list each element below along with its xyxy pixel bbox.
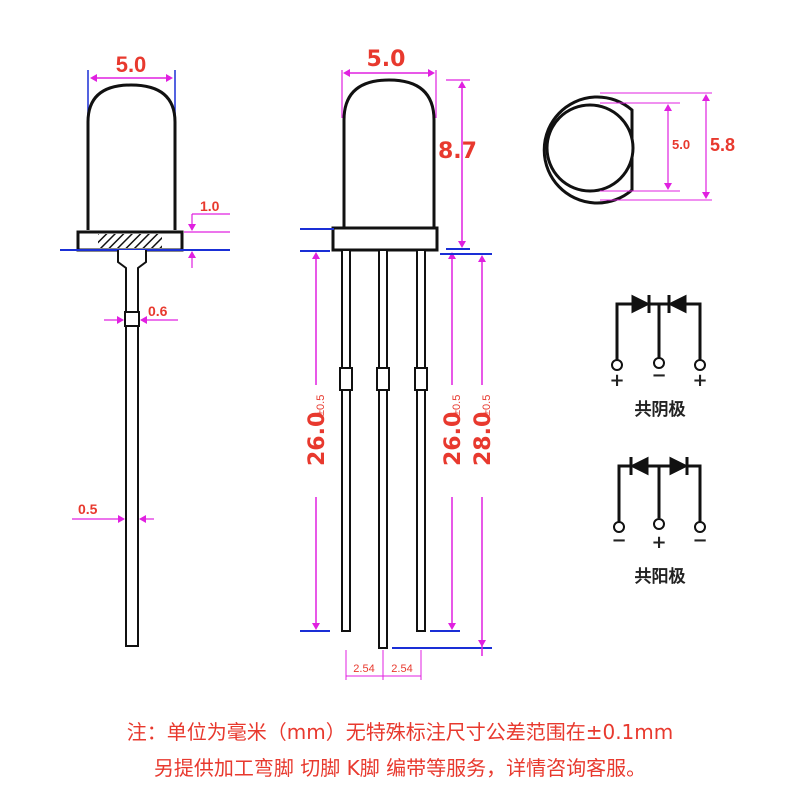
front-body-height-dimension: 8.7 [438, 79, 477, 250]
side-lead [117, 250, 147, 647]
side-flange-height-label: 1.0 [200, 198, 220, 214]
diode-right-icon [667, 294, 687, 314]
side-flange-dimension: 1.0 [184, 198, 230, 268]
side-dome-dimension: 5.0 [87, 52, 176, 122]
top-view: 5.0 5.8 [542, 92, 735, 205]
side-lead-thin-dimension: 0.6 [104, 303, 178, 324]
front-lead-right [416, 249, 426, 632]
front-mid-lead-label: 26.0 [441, 412, 466, 466]
pitch-right-label: 2.54 [391, 663, 412, 675]
front-long-lead-tolerance: ±0.5 [481, 395, 493, 416]
note-line-1: 注：单位为毫米（mm）无特殊标注尺寸公差范围在±0.1mm [126, 720, 674, 744]
side-led-body [86, 83, 177, 230]
diode-right-icon [669, 456, 689, 476]
cc-pin-3: + [692, 370, 707, 391]
front-lead-middle [378, 249, 388, 649]
front-dome-diameter-label: 5.0 [367, 47, 406, 72]
front-view: 5.0 8.7 2 [300, 47, 496, 680]
cc-pin-1: + [609, 370, 624, 391]
top-outer-diameter-label: 5.8 [710, 135, 735, 155]
common-anode-label: 共阳极 [635, 567, 686, 587]
front-leads [339, 249, 428, 649]
side-flange [60, 230, 230, 252]
front-short-lead-label: 26.0 [305, 412, 330, 466]
front-long-lead-dimension: 28.0 ±0.5 [392, 253, 496, 656]
diode-left-icon [631, 294, 651, 314]
top-inner-diameter-label: 5.0 [672, 137, 690, 152]
diode-left-icon [629, 456, 649, 476]
front-long-lead-label: 28.0 [471, 412, 496, 466]
front-short-lead-dimension: 26.0 ±0.5 [300, 250, 330, 632]
side-lead-width-label: 0.5 [78, 501, 98, 517]
pitch-left-label: 2.54 [353, 663, 374, 675]
top-inner-dimension: 5.0 [600, 102, 690, 192]
front-dome-dimension: 5.0 [341, 47, 437, 118]
side-lead-thin-label: 0.6 [148, 303, 168, 319]
side-dome-diameter-label: 5.0 [116, 52, 147, 77]
ca-pin-1: − [611, 530, 626, 551]
front-led-body [342, 78, 436, 228]
front-body-height-label: 8.7 [438, 139, 477, 164]
side-lead-width-dimension: 0.5 [72, 501, 154, 523]
cc-pin-2: − [651, 365, 666, 386]
note-line-2: 另提供加工弯脚 切脚 K脚 编带等服务，详情咨询客服。 [153, 756, 647, 780]
ca-pin-3: − [692, 530, 707, 551]
front-short-lead-tolerance: ±0.5 [315, 395, 327, 416]
front-lead-left [341, 249, 351, 632]
top-inner-circle [545, 103, 635, 193]
front-mid-lead-dimension: 26.0 ±0.5 [430, 252, 466, 632]
top-outer-dimension: 5.8 [600, 92, 735, 201]
front-pitch-dimension: 2.54 2.54 [345, 650, 422, 680]
front-flange [331, 226, 439, 252]
common-cathode-schematic [611, 294, 706, 371]
front-mid-lead-tolerance: ±0.5 [451, 395, 463, 416]
common-cathode-label: 共阴极 [635, 400, 686, 420]
common-anode-schematic [613, 456, 706, 533]
ca-pin-2: + [651, 532, 666, 553]
side-view: 5.0 1.0 0.6 [60, 52, 230, 647]
